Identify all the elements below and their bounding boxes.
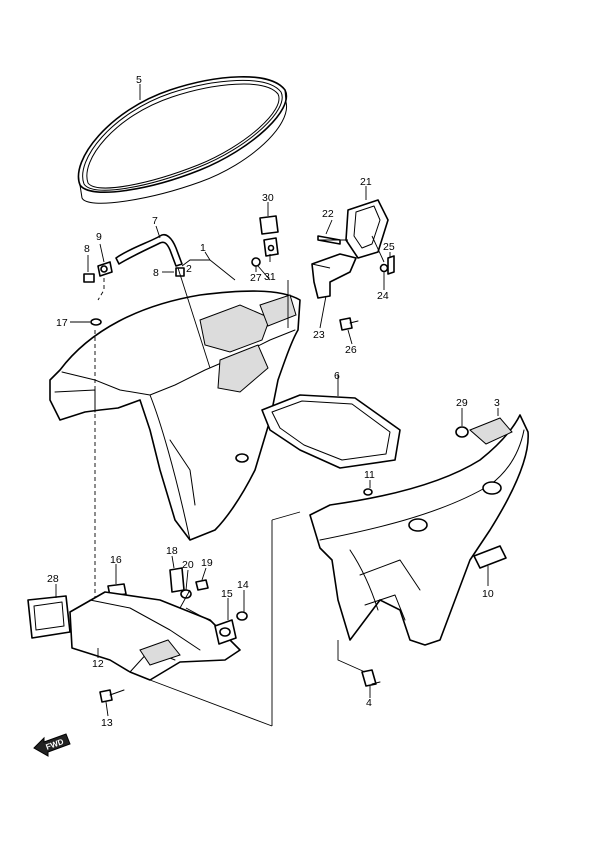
bolt-part-27 [251,257,261,267]
callout-label-31: 31 [264,271,276,283]
lower-bracket-part-12 [69,591,241,681]
callout-label-8a: 8 [84,243,90,255]
hose-part [115,233,183,267]
callout-label-16: 16 [110,554,122,566]
latch-part-21 [345,199,389,259]
callout-label-4: 4 [366,697,372,709]
callout-label-24: 24 [377,290,389,302]
callout-label-8b: 8 [153,267,159,279]
callout-label-15: 15 [221,588,233,600]
right-side-cover-part [309,414,529,646]
left-side-cover-part [49,290,301,541]
clip-part [97,261,113,277]
callout-label-17: 17 [56,317,68,329]
callout-labels: 1 2 3 4 5 6 7 8 8 9 10 11 12 13 14 15 16… [47,74,500,729]
callout-label-23: 23 [313,329,325,341]
callout-label-9: 9 [96,231,102,243]
callout-label-19: 19 [201,557,213,569]
callout-label-10: 10 [482,588,494,600]
callout-label-30: 30 [262,192,274,204]
forward-arrow-icon: FWD [33,733,71,757]
callout-label-13: 13 [101,717,113,729]
callout-label-28: 28 [47,573,59,585]
bolt-part-4 [361,669,381,687]
bolt-part-26 [339,317,359,331]
knob-part-10 [473,545,507,569]
callout-leaders [55,84,499,717]
callout-label-26: 26 [345,344,357,356]
grommet-part-29 [455,426,469,438]
bolt-part-8b [175,267,185,277]
callout-label-2: 2 [186,263,192,275]
callout-label-21: 21 [360,176,372,188]
callout-label-20: 20 [182,559,194,571]
callout-label-22: 22 [322,208,334,220]
callout-label-6: 6 [334,370,340,382]
washer-part-24 [379,263,389,273]
bolt-part-19 [195,579,209,591]
callout-label-14: 14 [237,579,249,591]
bushing-part-15 [214,619,237,645]
bracket-part-31 [263,237,279,257]
callout-label-3: 3 [494,397,500,409]
pin-part-25 [387,255,395,275]
callout-label-11: 11 [364,469,375,481]
bolt-part-8a [83,273,95,283]
callout-label-29: 29 [456,397,468,409]
callout-label-5: 5 [136,74,142,86]
bolt-part-17 [90,318,102,326]
callout-label-18: 18 [166,545,178,557]
bracket-part-18 [169,567,185,593]
callout-label-27: 27 [250,272,262,284]
bolt-part-13 [99,689,125,703]
cover-part-28 [27,595,71,639]
assembly-lines [94,235,385,727]
gasket-part-6 [261,394,401,469]
callout-label-12: 12 [92,658,104,670]
seal-ring-part [77,76,288,204]
pad-part-30 [259,215,279,235]
callout-label-25: 25 [383,241,395,253]
callout-label-7: 7 [152,215,158,227]
cap-part-14 [236,611,248,621]
callout-label-1: 1 [200,242,206,254]
bolt-part-11 [363,488,373,496]
bracket-part-23 [311,253,357,299]
